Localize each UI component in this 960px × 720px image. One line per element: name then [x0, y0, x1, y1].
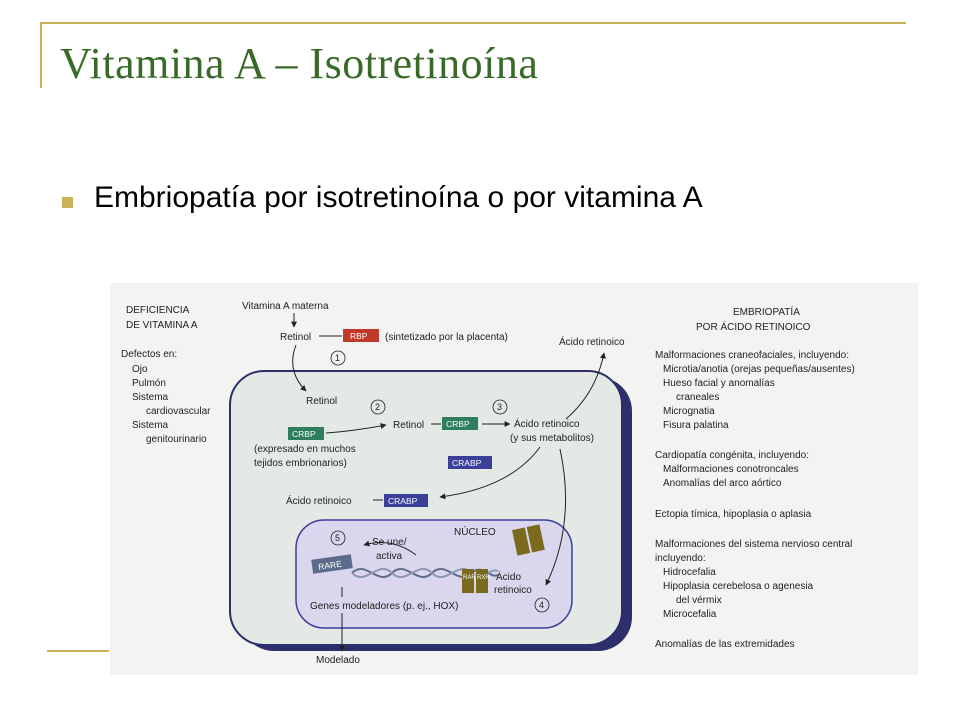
- rar-upper-box: [526, 524, 545, 553]
- binds-arrow: [363, 540, 417, 556]
- defect-item: Ojo: [132, 364, 148, 375]
- crbp-mid-box: [442, 417, 478, 430]
- embryopathy-line: Malformaciones craneofaciales, incluyend…: [655, 350, 849, 361]
- crabp-box: [448, 456, 492, 469]
- embryopathy-line: Malformaciones del sistema nervioso cent…: [655, 539, 852, 550]
- embryopathy-line: Fisura palatina: [663, 420, 729, 431]
- embryopathy-line: Cardiopatía congénita, incluyendo:: [655, 450, 809, 461]
- step-3-number: 3: [497, 402, 502, 412]
- retinol-entry-arrow: [292, 344, 307, 392]
- genes-label: Genes modeladores (p. ej., HOX): [310, 601, 458, 612]
- retinoic-acid-pathway-figure: DEFICIENCIA DE VITAMINA A Defectos en: O…: [110, 283, 918, 675]
- rbp-label: RBP: [350, 331, 368, 341]
- defect-item: Sistema: [132, 392, 169, 403]
- rxr-box: [476, 569, 488, 593]
- acid-to-crabp-arrow: [439, 446, 541, 500]
- nucleus-acid-2: retinoico: [494, 585, 532, 596]
- embryopathy-line: Hueso facial y anomalías: [663, 378, 775, 389]
- embryopathy-line: craneales: [676, 392, 719, 403]
- maternal-vitamin-label: Vitamina A materna: [242, 301, 329, 312]
- step-4-marker: [534, 597, 550, 613]
- nucleus-label: NÚCLEO: [454, 525, 496, 538]
- embryopathy-line: Micrognatia: [663, 406, 715, 417]
- retinoic-acid-mid-2: (y sus metabolitos): [510, 433, 594, 444]
- rar-label: RAR: [463, 575, 476, 581]
- modeling-label: Modelado: [316, 655, 360, 666]
- step-1-number: 1: [335, 353, 340, 363]
- rbp-box: [343, 329, 379, 342]
- embryopathy-panel: EMBRIOPATÍA POR ÁCIDO RETINOICO Malforma…: [655, 305, 855, 650]
- rare-box: [311, 554, 353, 574]
- nucleus-acid-1: Ácido: [496, 570, 521, 583]
- defect-item: Sistema: [132, 420, 169, 431]
- crabp-low-box: [384, 494, 428, 507]
- rar-box: [462, 569, 474, 593]
- embryopathy-heading-1: EMBRIOPATÍA: [733, 305, 800, 318]
- crabp-low-label: CRABP: [388, 496, 418, 506]
- retinol-top-label: Retinol: [280, 332, 311, 343]
- step-5-marker: [330, 530, 346, 546]
- rare-label: RARE: [318, 559, 343, 572]
- deficiency-heading-1: DEFICIENCIA: [126, 305, 190, 316]
- step-3-marker: [492, 399, 508, 415]
- step-4-number: 4: [539, 600, 544, 610]
- embryopathy-line: del vérmix: [676, 595, 722, 606]
- step-1-marker: [330, 350, 346, 366]
- slide-title: Vitamina A – Isotretinoína: [60, 39, 539, 88]
- embryopathy-line: Hidrocefalia: [663, 567, 716, 578]
- crbp-box: [288, 427, 324, 440]
- defect-item: Pulmón: [132, 378, 166, 389]
- retinoic-acid-out-label: Ácido retinoico: [559, 335, 625, 348]
- embryopathy-line: Microcefalia: [663, 609, 717, 620]
- embryopathy-line: Malformaciones conotroncales: [663, 464, 799, 475]
- binds-label-2: activa: [376, 551, 403, 562]
- embryopathy-line: Hipoplasia cerebelosa o agenesia: [663, 581, 814, 592]
- defect-item: genitourinario: [146, 434, 207, 445]
- embryopathy-line: Ectopia tímica, hipoplasia o aplasia: [655, 509, 812, 520]
- retinol-inside-label: Retinol: [306, 396, 337, 407]
- retinol-mid-label: Retinol: [393, 420, 424, 431]
- pathway-diagram: DEFICIENCIA DE VITAMINA A Defectos en: O…: [110, 283, 918, 675]
- receptor-pair-upper: [512, 524, 545, 556]
- rar-upper-box: [512, 527, 531, 556]
- step-2-marker: [370, 399, 386, 415]
- crbp-to-retinol-arrow: [325, 423, 387, 434]
- crabp-label: CRABP: [452, 458, 482, 468]
- embryopathy-line: Anomalías del arco aórtico: [663, 478, 782, 489]
- embryopathy-line: Microtia/anotia (orejas pequeñas/ausente…: [663, 364, 855, 375]
- retinoic-acid-mid-1: Ácido retinoico: [514, 417, 580, 430]
- deficiency-heading-2: DE VITAMINA A: [126, 320, 198, 331]
- crbp-note-2: tejidos embrionarios): [254, 458, 347, 469]
- embryopathy-heading-2: POR ÁCIDO RETINOICO: [696, 320, 811, 333]
- bullet-marker: [62, 197, 73, 208]
- embryopathy-line: Anomalías de las extremidades: [655, 639, 795, 650]
- title-frame-top-rule: [40, 22, 906, 24]
- deficiency-panel: DEFICIENCIA DE VITAMINA A Defectos en: O…: [121, 305, 211, 445]
- bullet-text: Embriopatía por isotretinoína o por vita…: [94, 181, 703, 214]
- defect-item: cardiovascular: [146, 406, 211, 417]
- crbp-note-1: (expresado en muchos: [254, 444, 356, 455]
- crbp-mid-label: CRBP: [446, 419, 470, 429]
- retinoic-acid-exit-arrow: [565, 352, 606, 420]
- acid-to-nucleus-arrow: [545, 448, 567, 586]
- footer-accent-rule: [47, 650, 109, 652]
- step-2-number: 2: [375, 402, 380, 412]
- rxr-label: RXR: [477, 575, 490, 581]
- crbp-label: CRBP: [292, 429, 316, 439]
- binds-label-1: Se une/: [372, 537, 407, 548]
- defects-intro: Defectos en:: [121, 349, 177, 360]
- retinoic-acid-low-label: Ácido retinoico: [286, 494, 352, 507]
- embryopathy-line: incluyendo:: [655, 553, 706, 564]
- title-frame-left-rule: [40, 22, 42, 88]
- rbp-note: (sintetizado por la placenta): [385, 332, 508, 343]
- step-5-number: 5: [335, 533, 340, 543]
